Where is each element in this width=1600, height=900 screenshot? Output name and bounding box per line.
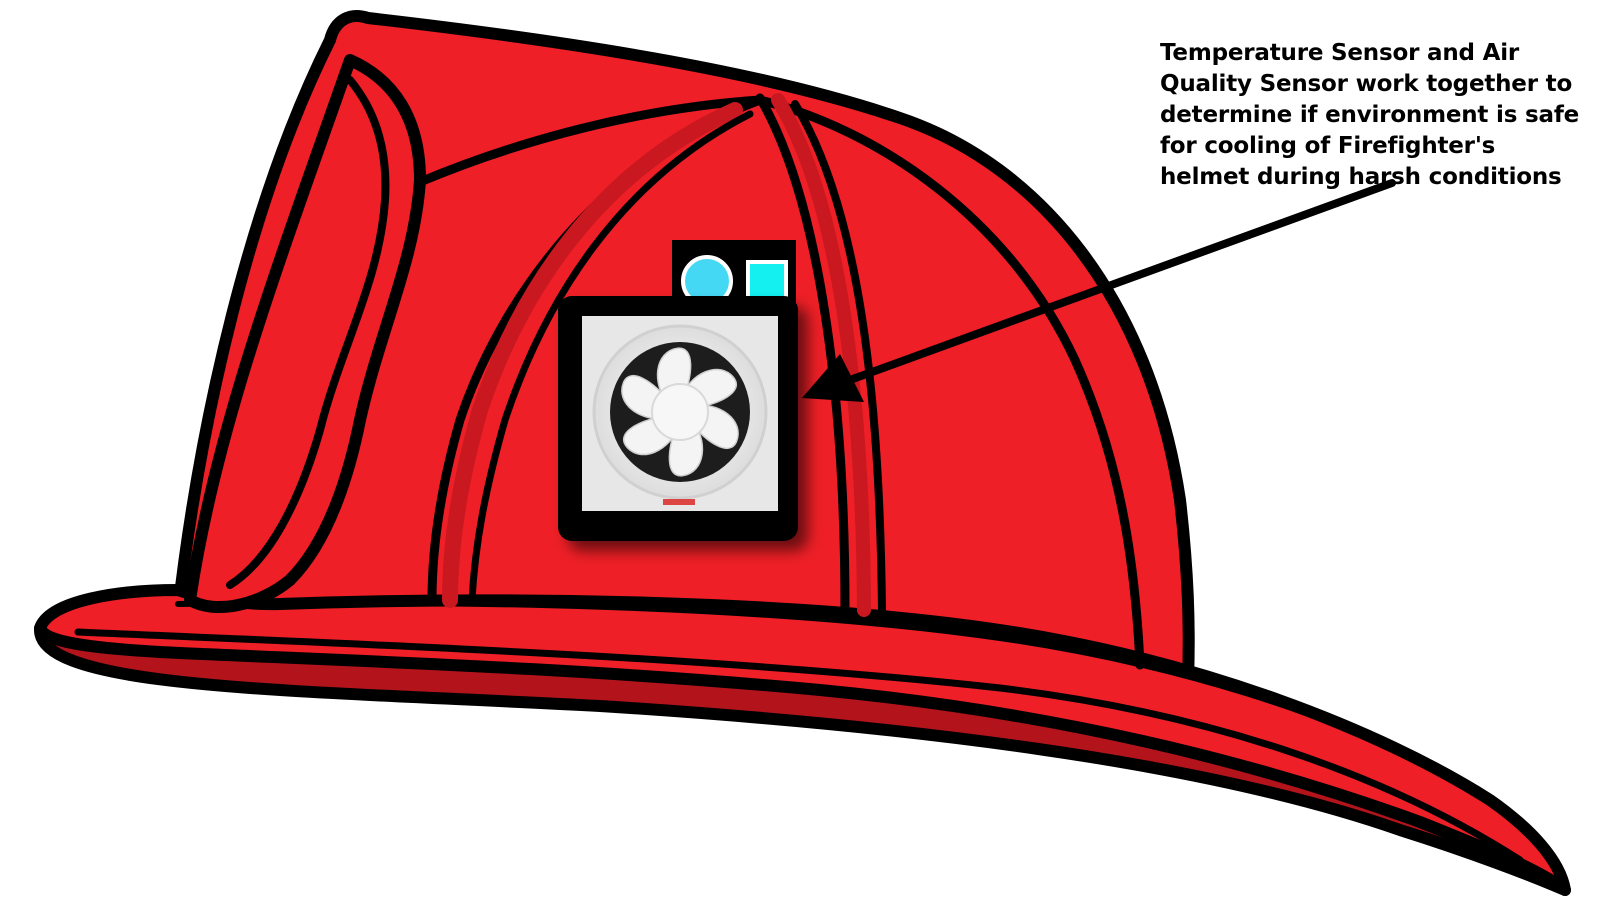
front-shield-inner <box>226 76 390 589</box>
sensor-module <box>672 240 796 307</box>
air-quality-sensor-icon <box>746 260 788 300</box>
arrow-pointer <box>802 179 1396 402</box>
annotation-text: Temperature Sensor and Air Quality Senso… <box>1160 40 1580 190</box>
helmet-brim <box>34 584 1571 896</box>
ventilation-fan-icon <box>610 342 750 482</box>
helmet-rib-top <box>415 95 765 187</box>
fan-brand-label <box>663 499 695 505</box>
helmet-center-stripe <box>771 93 871 617</box>
brim-inner-line <box>74 628 1524 864</box>
helmet-rib-left-stripe <box>442 102 743 608</box>
helmet-front-shield <box>184 54 426 613</box>
helmet-rib-right <box>755 95 1145 670</box>
helmet-rib-left-inner <box>468 110 754 604</box>
helmet-center-ridge <box>755 93 850 615</box>
brim-rim-line <box>175 599 1443 773</box>
helmet-center-ridge-2 <box>791 100 886 616</box>
